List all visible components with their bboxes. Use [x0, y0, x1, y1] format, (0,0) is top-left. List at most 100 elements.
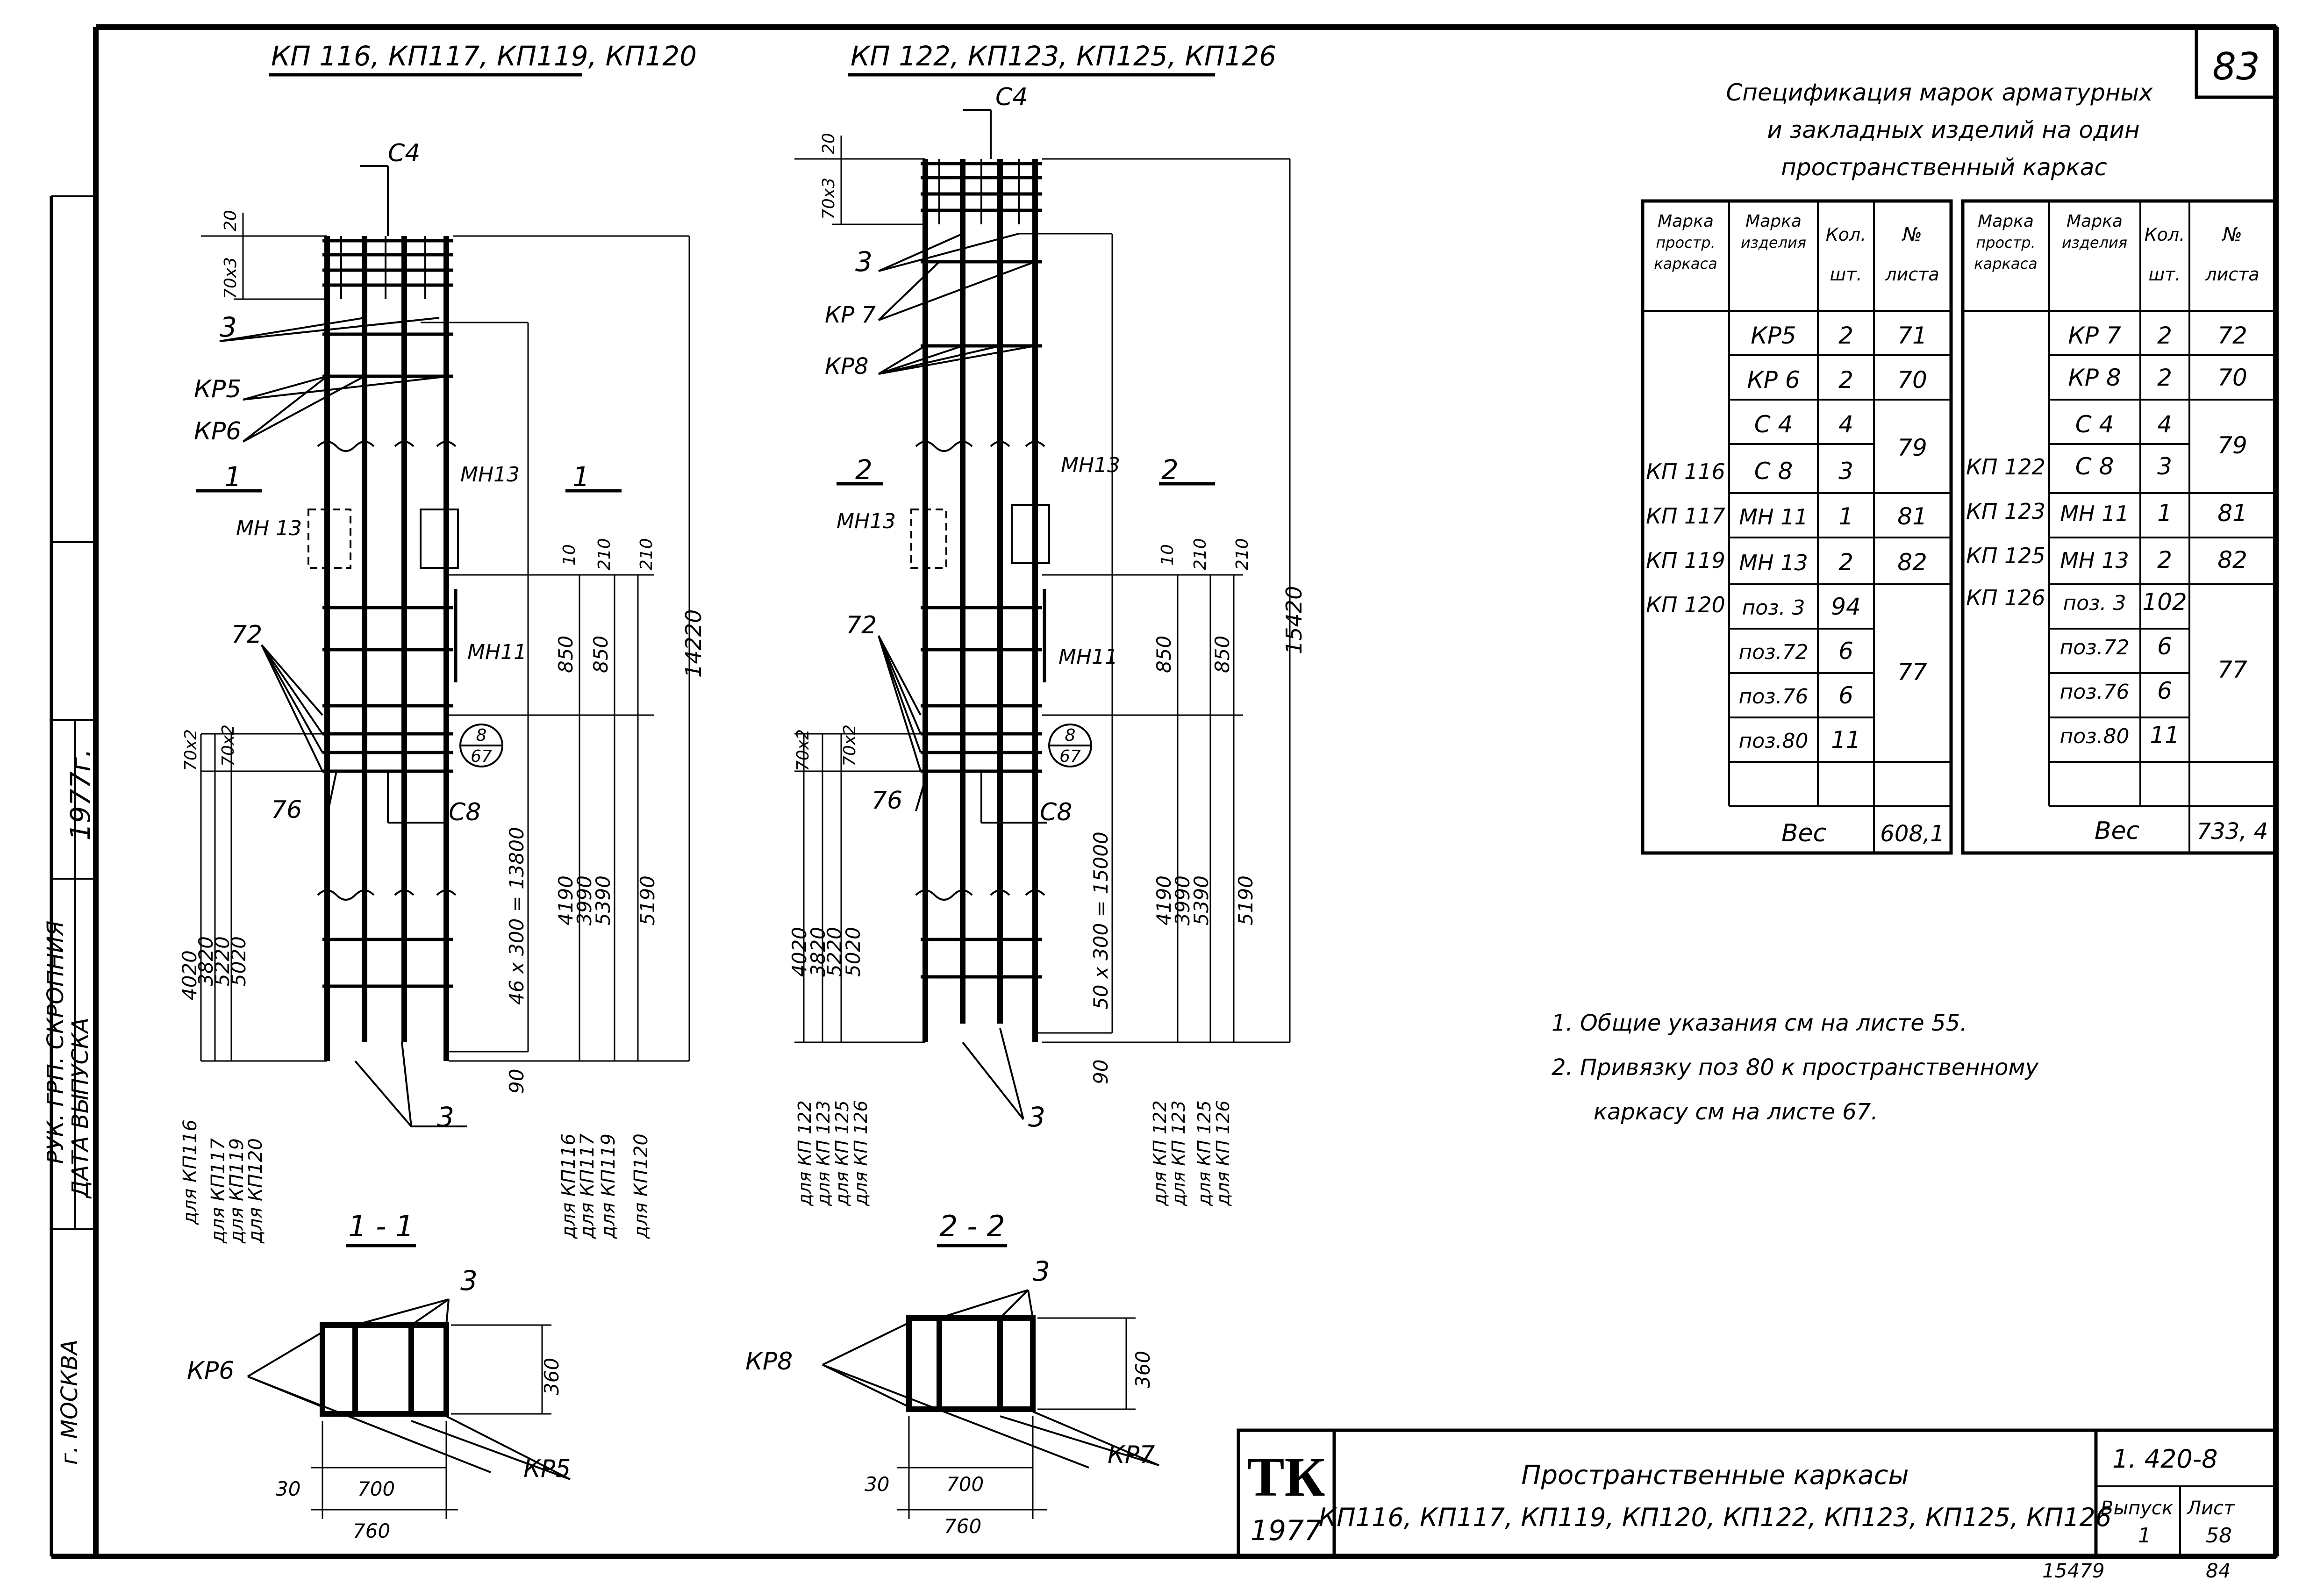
d2-dim-10: 10	[1158, 544, 1177, 566]
section2-dim-760: 760	[944, 1515, 981, 1538]
d2-for-2: для КП 123	[813, 1100, 834, 1206]
d2-pos3-label: 3	[855, 246, 872, 278]
l-kol-2: 4	[1838, 411, 1853, 438]
hdr-r-kol-1: Кол.	[2145, 224, 2185, 245]
section1-title: 1 - 1	[348, 1209, 414, 1243]
l-kol-4: 1	[1838, 503, 1853, 530]
d1-section-left: 1	[224, 461, 242, 493]
r-izd-4: МН 11	[2060, 501, 2129, 526]
r-list-4: 81	[2217, 500, 2247, 527]
d2-dim-20: 20	[819, 133, 838, 154]
left-group-1: КП 116	[1646, 459, 1725, 484]
r-izd-2: С 4	[2075, 411, 2114, 438]
l-izd-8: поз.76	[1738, 685, 1808, 709]
section2-title: 2 - 2	[939, 1209, 1005, 1243]
d2-dim-50: 50 х 300 = 15000	[1089, 831, 1112, 1010]
r-list-6: 77	[2217, 656, 2247, 683]
strip-year: 1977г.	[64, 749, 96, 841]
section2-dim-360: 360	[1131, 1351, 1154, 1388]
d2-dim-210a: 210	[1191, 538, 1210, 570]
d1-dim-4190: 4190	[554, 875, 577, 925]
l-kol-0: 2	[1838, 322, 1853, 349]
drawing1-title: КП 116, КП117, КП119, КП120	[271, 40, 697, 72]
tb-list-label: Лист	[2186, 1498, 2235, 1519]
left-group-3: КП 119	[1646, 548, 1725, 573]
d2-pos3-bottom: 3	[1028, 1101, 1045, 1133]
d1-mn11-label: МН11	[467, 640, 527, 664]
section2-kr8: КР8	[745, 1347, 793, 1376]
d1-for-8: для КП120	[630, 1133, 652, 1239]
d1-for-1: для КП116	[179, 1119, 201, 1225]
r-kol-8: 6	[2157, 677, 2172, 704]
l-kol-7: 6	[1838, 638, 1853, 665]
section1-dim-30: 30	[276, 1477, 300, 1500]
section-1-1: 1 - 1 КР6 КР5 3 360 30 700 760	[187, 1209, 571, 1542]
note-3: каркасу см на листе 67.	[1594, 1099, 1878, 1125]
left-strip: 1977г. РУК. ГРП. СКРОПНИЯ ДАТА ВЫПУСКА г…	[43, 749, 96, 1465]
r-izd-5: МН 13	[2060, 548, 2129, 573]
d1-section-right: 1	[572, 461, 590, 493]
left-group-4: КП 120	[1646, 592, 1725, 617]
hdr-l-kol-1: Кол.	[1826, 224, 1866, 245]
section2-dim-30: 30	[865, 1473, 889, 1496]
l-list-2: 79	[1897, 434, 1927, 461]
page-number: 83	[2212, 45, 2260, 88]
r-izd-1: КР 8	[2068, 364, 2121, 391]
d2-dim-850b: 850	[1211, 636, 1234, 673]
d2-dim-15420: 15420	[1281, 586, 1307, 654]
d1-pos76-label: 76	[271, 796, 302, 824]
section1-dim-760: 760	[353, 1519, 390, 1542]
l-izd-0: КР5	[1751, 322, 1796, 349]
section2-pos3: 3	[1033, 1255, 1050, 1287]
section1-dim-360: 360	[540, 1358, 563, 1395]
section1-kr6: КР6	[187, 1357, 234, 1385]
hdr-r-marka-2: простр.	[1976, 234, 2036, 251]
d1-dim-5220: 5220	[211, 936, 234, 986]
section1-pos3: 3	[460, 1265, 478, 1297]
hdr-l-izd-2: изделия	[1741, 234, 1806, 251]
d1-for-6: для КП117	[577, 1133, 598, 1239]
r-izd-3: С 8	[2075, 453, 2114, 480]
d2-mn13-right: МН13	[1061, 453, 1120, 477]
specification: Спецификация марок арматурных и закладны…	[1641, 79, 2278, 855]
hdr-l-izd-1: Марка	[1745, 212, 1802, 231]
hdr-r-marka-1: Марка	[1978, 212, 2034, 231]
d1-dim-4020: 4020	[178, 950, 201, 1000]
d2-dim-3820: 3820	[807, 927, 829, 977]
d2-for-1: для КП 122	[794, 1100, 815, 1206]
right-group-3: КП 125	[1966, 543, 2045, 568]
l-izd-2: С 4	[1754, 411, 1793, 438]
r-izd-9: поз.80	[2059, 724, 2129, 748]
r-kol-1: 2	[2157, 364, 2172, 391]
r-kol-5: 2	[2157, 546, 2172, 573]
d2-c4-label: С4	[995, 83, 1028, 111]
d2-dim-3990: 3990	[1171, 875, 1194, 925]
d1-c4-label: С4	[388, 139, 420, 167]
r-kol-9: 11	[2150, 722, 2180, 749]
hdr-l-marka-1: Марка	[1658, 212, 1714, 231]
l-kol-6: 94	[1831, 593, 1861, 620]
l-kol-9: 11	[1831, 726, 1861, 753]
cage-drawing-2: КП 122, КП123, КП125, КП126	[788, 40, 1307, 1206]
d2-section-right: 2	[1161, 454, 1179, 486]
d2-dim-4020: 4020	[788, 927, 811, 977]
d1-kr6-label: КР6	[194, 417, 241, 445]
hdr-l-kol-2: шт.	[1830, 264, 1862, 285]
tb-vypusk: 1	[2138, 1524, 2151, 1548]
r-list-2: 79	[2217, 432, 2247, 459]
d2-dim-850a: 850	[1152, 636, 1175, 673]
right-group-4: КП 126	[1966, 585, 2045, 610]
d1-dim-20: 20	[221, 210, 240, 231]
d1-kr5-label: КР5	[194, 375, 241, 403]
r-izd-6: поз. 3	[2063, 591, 2126, 615]
tb-title-2: КП116, КП117, КП119, КП120, КП122, КП123…	[1319, 1503, 2111, 1532]
r-list-1: 70	[2217, 364, 2247, 391]
r-kol-0: 2	[2157, 322, 2172, 349]
l-list-6: 77	[1897, 659, 1927, 686]
d2-pos76-label: 76	[872, 787, 902, 815]
section2-dim-700: 700	[946, 1473, 984, 1496]
hdr-l-marka-2: простр.	[1656, 234, 1716, 251]
d1-c8-label: С8	[449, 798, 481, 826]
r-list-0: 72	[2217, 322, 2247, 349]
